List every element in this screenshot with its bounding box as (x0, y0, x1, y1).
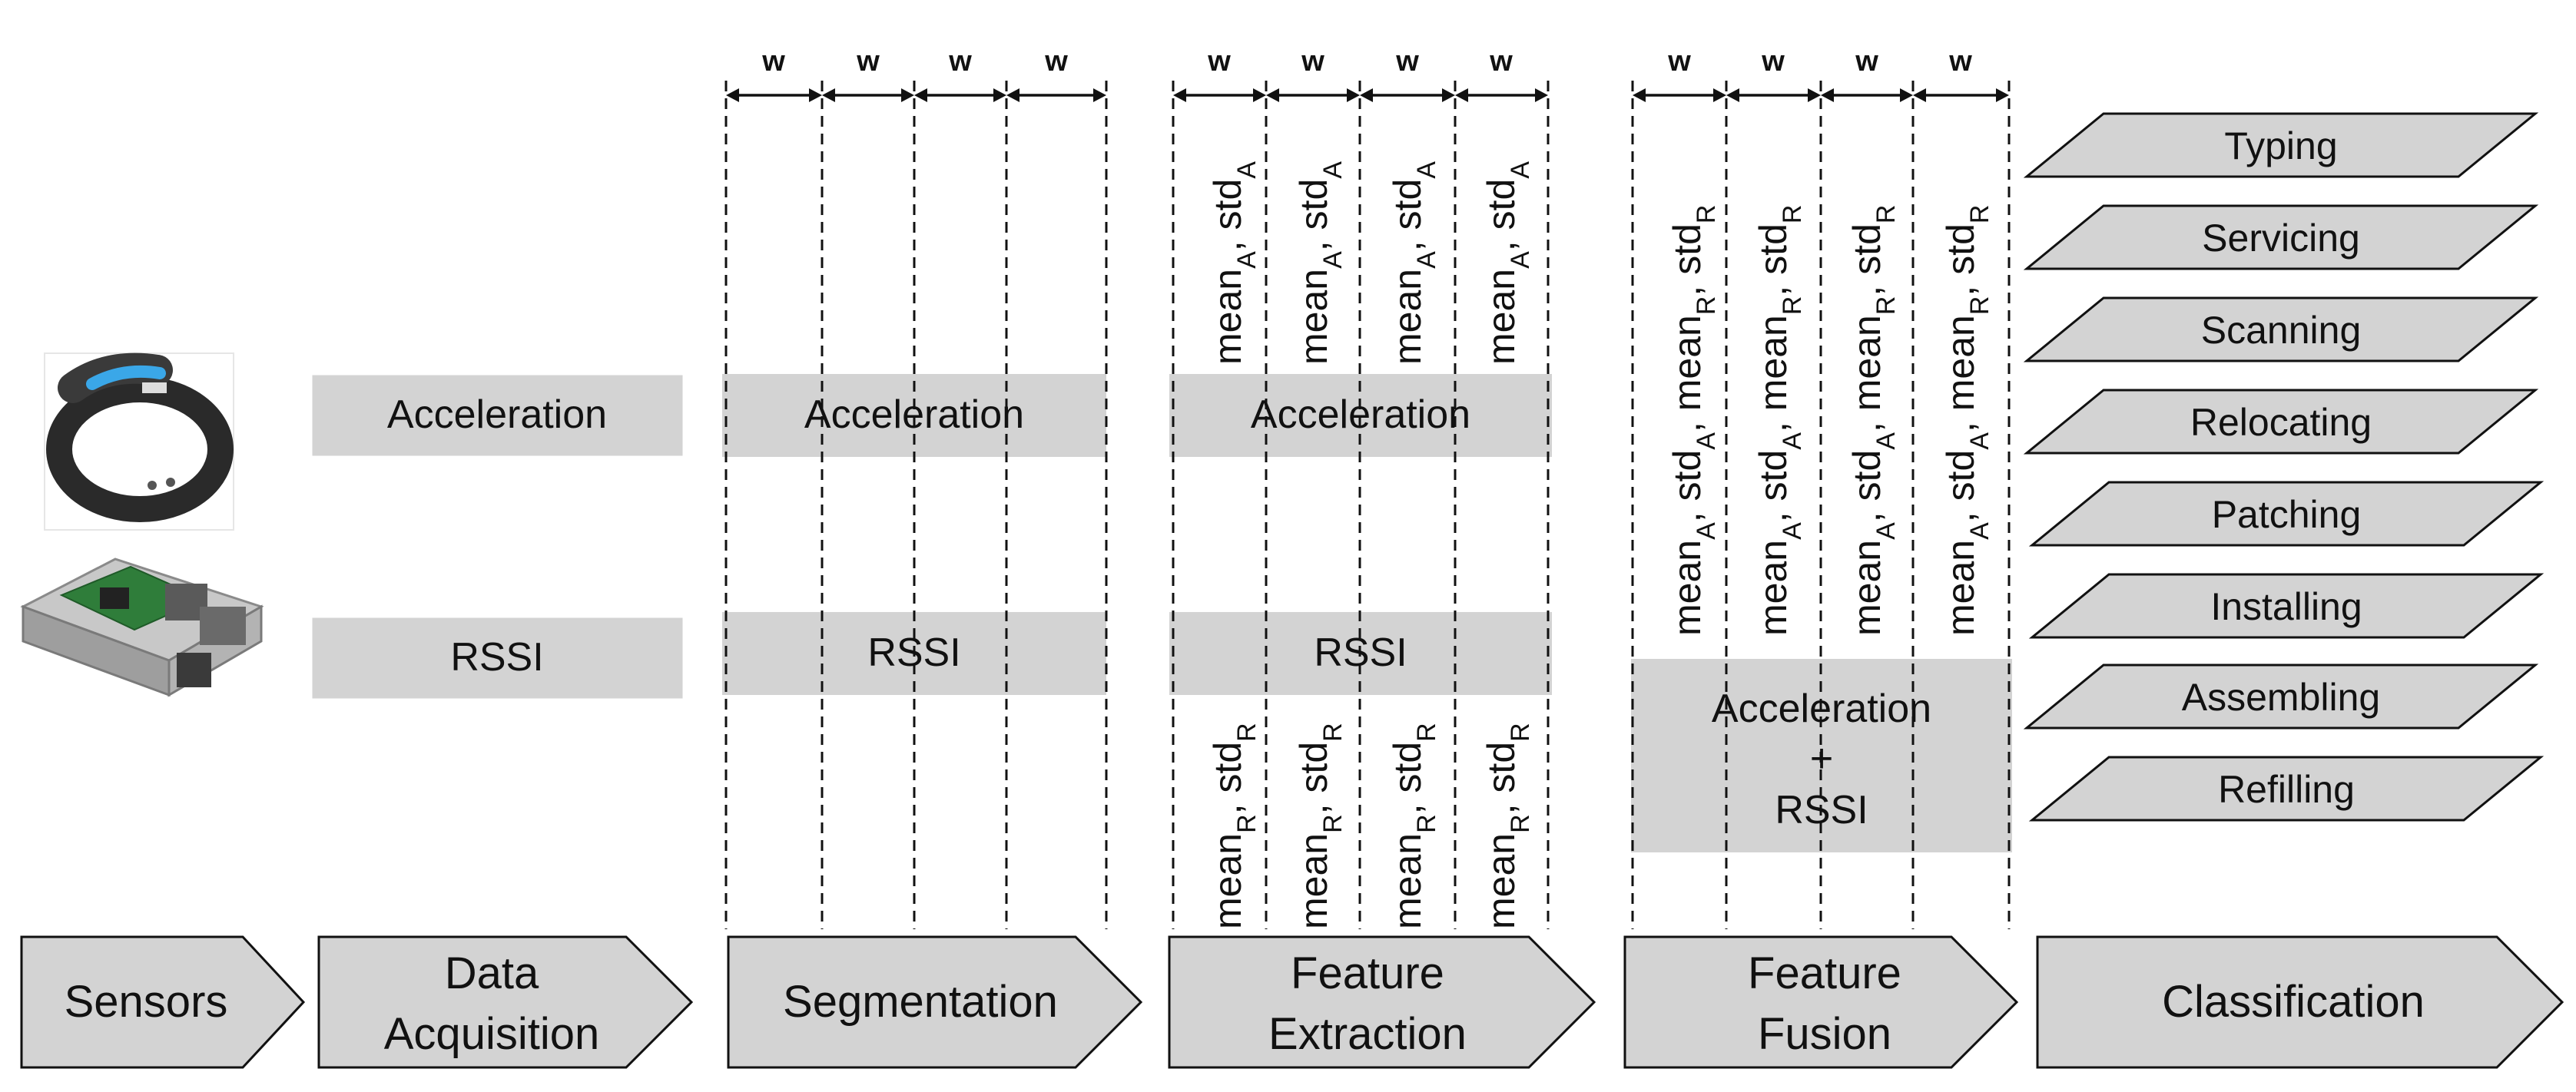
class-label: Patching (2212, 493, 2362, 536)
svg-text:meanR, stdR: meanR, stdR (1480, 723, 1535, 929)
extraction-window-arrows: w w w w (1173, 45, 1548, 102)
class-label: Refilling (2218, 768, 2355, 811)
extraction-window-lines (1172, 81, 1550, 929)
rssi-feature-label: meanR, stdR (1386, 723, 1441, 929)
class-label: Assembling (2182, 676, 2380, 719)
svg-text:meanA, stdA: meanA, stdA (1206, 161, 1261, 365)
class-label: Servicing (2202, 217, 2360, 260)
svg-text:meanA, stdA: meanA, stdA (1480, 161, 1535, 365)
class-label: Installing (2210, 585, 2362, 628)
stage-sensors: Sensors (20, 935, 306, 1069)
window-label: w (1489, 45, 1513, 78)
fused-feature-label: meanA, stdA, meanR, stdR (1666, 205, 1721, 636)
rssi-feature-label: meanR, stdR (1206, 723, 1261, 929)
accel-feature-label: meanA, stdA (1480, 161, 1535, 365)
window-label: w (856, 45, 880, 78)
raspberry-pi-board-icon (20, 558, 264, 697)
class-label: Typing (2224, 124, 2337, 167)
window-label: w (1855, 45, 1878, 78)
svg-text:meanA, stdA, meanR, stdR: meanA, stdA, meanR, stdR (1666, 205, 1721, 636)
accel-feature-label: meanA, stdA (1206, 161, 1261, 365)
stage-data-acquisition: Data Acquisition (317, 935, 694, 1069)
accel-feature-label: meanA, stdA (1292, 161, 1348, 365)
segmentation-window-lines (724, 81, 1108, 929)
class-typing: Typing (2023, 112, 2539, 178)
window-label: w (1395, 45, 1419, 78)
pipeline-stages: Sensors Data Acquisition Segmentation Fe… (20, 935, 2564, 1069)
stage-feature-extraction: Feature Extraction (1168, 935, 1596, 1069)
fused-feature-label: meanA, stdA, meanR, stdR (1939, 205, 1994, 636)
smartwatch-icon (44, 352, 234, 531)
fusion-window-lines (1631, 81, 2011, 929)
fusion-window-arrows: w w w w (1633, 45, 2009, 102)
class-patching: Patching (2028, 481, 2545, 547)
acquisition-rssi-box: RSSI (310, 615, 685, 701)
rssi-feature-label: meanR, stdR (1292, 723, 1348, 929)
segmentation-window-arrows: w w w w (726, 45, 1106, 102)
extraction-rssi-features: meanR, stdR meanR, stdR meanR, stdR mean… (1206, 723, 1535, 929)
class-installing: Installing (2028, 573, 2545, 639)
class-refilling: Refilling (2028, 756, 2545, 822)
stage-label: Sensors (65, 977, 228, 1027)
stage-label: Classification (2162, 977, 2425, 1027)
svg-text:meanR, stdR: meanR, stdR (1386, 723, 1441, 929)
stage-label: Segmentation (783, 977, 1058, 1027)
class-scanning: Scanning (2023, 296, 2539, 362)
svg-text:meanA, stdA: meanA, stdA (1292, 161, 1348, 365)
stage-label: Data (445, 948, 539, 998)
class-label: Relocating (2190, 401, 2372, 444)
svg-text:meanA, stdA, meanR, stdR: meanA, stdA, meanR, stdR (1752, 205, 1807, 636)
fused-feature-label: meanA, stdA, meanR, stdR (1752, 205, 1807, 636)
window-label: w (1667, 45, 1691, 78)
class-relocating: Relocating (2023, 389, 2539, 455)
window-label: w (1207, 45, 1231, 78)
window-label: w (1761, 45, 1785, 78)
svg-text:meanA, stdA: meanA, stdA (1386, 161, 1441, 365)
svg-text:meanR, stdR: meanR, stdR (1292, 723, 1348, 929)
extraction-accel-features: meanA, stdA meanA, stdA meanA, stdA mean… (1206, 161, 1535, 365)
window-label: w (1301, 45, 1324, 78)
window-label: w (761, 45, 785, 78)
stage-label: Fusion (1758, 1009, 1891, 1059)
stage-label: Acquisition (384, 1009, 599, 1059)
stage-feature-fusion: Feature Fusion (1623, 935, 2019, 1069)
svg-text:meanR, stdR: meanR, stdR (1206, 723, 1261, 929)
stage-segmentation: Segmentation (727, 935, 1143, 1069)
fused-feature-label: meanA, stdA, meanR, stdR (1845, 205, 1901, 636)
class-servicing: Servicing (2023, 204, 2539, 270)
accel-feature-label: meanA, stdA (1386, 161, 1441, 365)
svg-text:meanA, stdA, meanR, stdR: meanA, stdA, meanR, stdR (1939, 205, 1994, 636)
rssi-feature-label: meanR, stdR (1480, 723, 1535, 929)
acquisition-rssi-label: RSSI (450, 635, 543, 680)
svg-text:meanA, stdA, meanR, stdR: meanA, stdA, meanR, stdR (1845, 205, 1901, 636)
fusion-features: meanA, stdA, meanR, stdR meanA, stdA, me… (1666, 205, 1994, 636)
class-assembling: Assembling (2023, 663, 2539, 730)
acquisition-acceleration-box: Acceleration (310, 372, 685, 458)
stage-label: Feature (1748, 948, 1901, 998)
stage-label: Feature (1291, 948, 1444, 998)
stage-label: Extraction (1268, 1009, 1467, 1059)
window-label: w (948, 45, 972, 78)
class-list: Typing Servicing Scanning Relocating Pat… (2023, 112, 2545, 822)
window-label: w (1044, 45, 1068, 78)
acquisition-acceleration-label: Acceleration (387, 392, 607, 437)
window-label: w (1948, 45, 1972, 78)
stage-classification: Classification (2036, 935, 2564, 1069)
class-label: Scanning (2201, 309, 2362, 352)
